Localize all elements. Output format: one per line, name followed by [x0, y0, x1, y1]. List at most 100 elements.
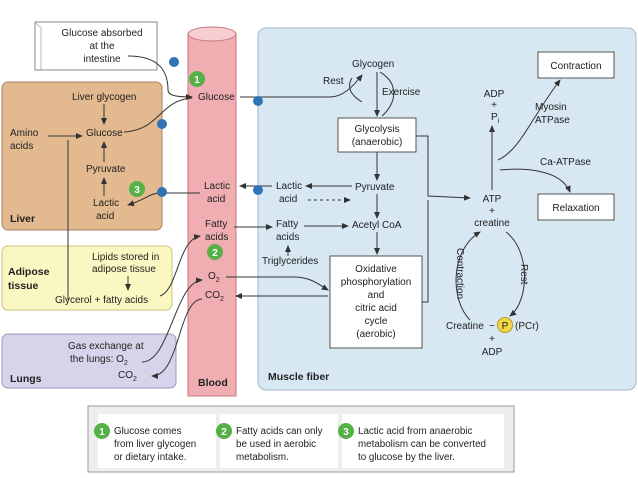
contraction-box-label: Contraction: [550, 61, 601, 72]
intestine-note-line-3: intestine: [83, 54, 121, 65]
adp-bottom-plus: +: [489, 334, 495, 345]
arrow-creatine-to-pcr: [505, 231, 526, 317]
phosphate-p-label: P: [502, 321, 509, 332]
liver-glycogen-label: Liver glycogen: [72, 92, 136, 103]
ca-atpase-label: Ca-ATPase: [540, 157, 591, 168]
pcr-label: (PCr): [515, 321, 539, 332]
blood-vessel-top: [187, 26, 237, 42]
liver-glucose-label: Glucose: [86, 128, 123, 139]
adipose-region: [1, 245, 173, 311]
key-3-line-2: metabolism can be converted: [358, 439, 486, 450]
phosphate-circle: [497, 317, 513, 333]
liver-pyruvate-label: Pyruvate: [86, 164, 126, 175]
atp-plus: +: [489, 206, 495, 217]
arrows: [48, 55, 571, 379]
oxidative-label-2: phosphorylation: [341, 277, 412, 288]
blood-title: Blood: [198, 377, 228, 389]
liver-lactic-acid-label-2: acid: [96, 211, 114, 222]
rest-vertical-label: Rest: [518, 264, 529, 285]
blood-fatty-acids-label-2: acids: [205, 232, 228, 243]
contraction-vertical-label: Contraction: [454, 248, 465, 299]
node-dot-intestine: [169, 57, 179, 67]
arrow-atp-to-ca: [499, 168, 571, 193]
key-3-line-1: Lactic acid from anaerobic: [358, 426, 472, 437]
oxidative-box: [329, 255, 423, 349]
arrow-oxidative-to-atp: [422, 200, 429, 303]
node-dot-liver-glucose: [157, 119, 167, 129]
contraction-box: [537, 51, 615, 79]
amino-acids-label-2: acids: [10, 141, 33, 152]
muscle-lactic-acid-label-1: Lactic: [276, 181, 302, 192]
arrow-glycolysis-to-atp: [416, 135, 471, 201]
blood-lactic-acid-label-1: Lactic: [204, 181, 230, 192]
lipids-stored-label-2: adipose tissue: [92, 264, 156, 275]
adipose-title-2: tissue: [8, 280, 39, 292]
arrow-liver-glucose-to-blood: [123, 97, 193, 133]
tilde-label: ~: [489, 321, 495, 332]
muscle-fatty-acids-label-2: acids: [276, 232, 299, 243]
key-2-line-3: metabolism.: [236, 452, 289, 463]
pi-label: Pi: [491, 112, 500, 125]
creatine-label-bottom: Creatine: [446, 321, 484, 332]
oxidative-label-6: (aerobic): [356, 329, 395, 340]
oxidative-label-1: Oxidative: [355, 264, 397, 275]
glycolysis-box: [337, 117, 417, 153]
adp-bottom-label: ADP: [482, 347, 503, 358]
node-dot-blood-glucose: [253, 96, 263, 106]
arrow-blood-glucose-to-muscle: [240, 74, 363, 98]
key-badge-1: 1: [94, 423, 110, 439]
lungs-co2-label: CO2: [118, 370, 137, 383]
acetyl-coa-label: Acetyl CoA: [352, 220, 402, 231]
blood-lactic-acid-label-2: acid: [207, 194, 225, 205]
relaxation-box: [537, 193, 615, 221]
amino-acids-label-1: Amino: [10, 128, 39, 139]
oxidative-label-4: citric acid: [355, 303, 397, 314]
key-1-line-1: Glucose comes: [114, 426, 182, 437]
arrow-atp-to-myosin: [497, 79, 561, 161]
key-cell-2: [220, 414, 338, 468]
gas-exchange-label: Gas exchange at: [68, 341, 144, 352]
intestine-note-line-2: at the: [89, 41, 114, 52]
badge-3: 3: [129, 181, 145, 197]
muscle-pyruvate-label: Pyruvate: [355, 182, 395, 193]
node-dot-muscle-lactic: [253, 185, 263, 195]
at-lungs-label: the lungs: O2: [70, 354, 128, 367]
blood-o2-label: O2: [208, 271, 220, 284]
intestine-note-box-fold: [34, 21, 42, 70]
arrow-adipose-to-blood: [159, 234, 201, 297]
arrow-pcr-to-atp: [455, 231, 481, 321]
node-dot-liver-lactic: [157, 187, 167, 197]
svg-text:3: 3: [343, 427, 349, 438]
adipose-title-1: Adipose: [8, 266, 50, 278]
key-2-line-1: Fatty acids can only: [236, 426, 323, 437]
liver-title: Liver: [10, 213, 35, 225]
relaxation-box-label: Relaxation: [552, 203, 599, 214]
oxidative-label-5: cycle: [365, 316, 388, 327]
oxidative-label-3: and: [368, 290, 385, 301]
key-cell-3: [342, 414, 504, 468]
liver-region: [1, 81, 163, 231]
triglycerides-label: Triglycerides: [262, 256, 318, 267]
lungs-title: Lungs: [10, 373, 42, 385]
svg-text:1: 1: [194, 75, 200, 86]
arrow-lungs-o2: [141, 277, 203, 363]
muscle-glycogen-label: Glycogen: [352, 59, 394, 70]
lipids-stored-label-1: Lipids stored in: [92, 252, 159, 263]
arrow-o2-to-oxidative: [226, 276, 329, 291]
rest-label: Rest: [323, 76, 344, 87]
muscle-fatty-acids-label-1: Fatty: [276, 219, 298, 230]
atp-label: ATP: [483, 194, 502, 205]
key-2-line-2: be used in aerobic: [236, 439, 316, 450]
glycerol-label: Glycerol + fatty acids: [55, 295, 148, 306]
glycolysis-label-2: (anaerobic): [352, 137, 403, 148]
myosin-atpase-label-1: Myosin: [535, 102, 567, 113]
blood-fatty-acids-label-1: Fatty: [205, 219, 227, 230]
glycolysis-label-1: Glycolysis: [354, 124, 399, 135]
adp-top-plus: +: [491, 100, 497, 111]
exercise-label: Exercise: [382, 87, 421, 98]
adp-top-label: ADP: [484, 89, 505, 100]
muscle-lactic-acid-label-2: acid: [279, 194, 297, 205]
svg-text:3: 3: [134, 185, 140, 196]
blood-co2-label: CO2: [205, 290, 224, 303]
intestine-note-box: [34, 21, 158, 71]
